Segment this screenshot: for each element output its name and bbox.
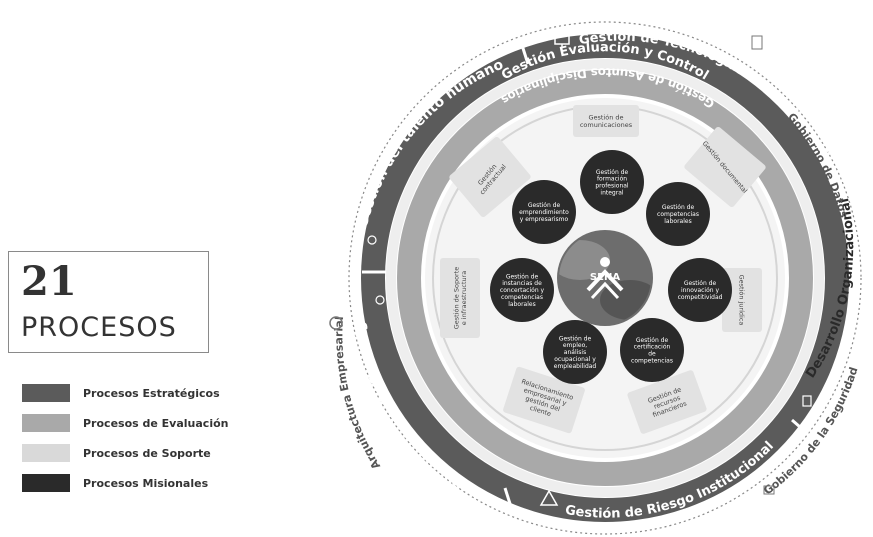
strategic-ring-separators — [362, 41, 851, 511]
missional-circle-4 — [543, 320, 607, 384]
legend-label-evaluation: Procesos de Evaluación — [83, 416, 229, 430]
support-label-2: Gestión jurídica — [738, 275, 746, 326]
sena-logo-text: SENA — [590, 272, 620, 283]
support-box-comunicaciones — [573, 105, 639, 137]
missional-circle-5 — [490, 258, 554, 322]
strategic-ring — [361, 34, 849, 522]
support-boxes — [440, 105, 766, 434]
support-box-financieros — [627, 370, 707, 434]
warning-icon — [539, 489, 559, 506]
monitor-icon — [554, 33, 570, 48]
document-icon — [751, 35, 763, 50]
legend-label-support: Procesos de Soporte — [83, 446, 211, 460]
missional-circles — [490, 150, 732, 384]
missional-circle-0 — [580, 150, 644, 214]
missional-circle-3 — [620, 318, 684, 382]
legend-item-strategic: Procesos Estratégicos — [22, 382, 228, 404]
legend-item-evaluation: Procesos de Evaluación — [22, 412, 228, 434]
legend-swatch-evaluation — [22, 414, 70, 432]
gear-icon — [329, 316, 343, 330]
evaluation-ring — [397, 70, 813, 486]
legend-item-support: Procesos de Soporte — [22, 442, 228, 464]
missional-circle-2 — [668, 258, 732, 322]
legend-label-strategic: Procesos Estratégicos — [83, 386, 220, 400]
support-box-contractual — [449, 136, 531, 218]
gap-ring — [386, 59, 824, 497]
lock-icon — [763, 485, 775, 495]
people-icon — [367, 235, 377, 245]
support-box-juridica — [722, 268, 762, 332]
legend-item-missional: Procesos Misionales — [22, 472, 228, 494]
chart-icon — [802, 395, 812, 407]
lightbulb-icon — [375, 295, 385, 305]
process-count-label: PROCESOS — [21, 312, 177, 343]
missional-circle-6 — [512, 180, 576, 244]
support-label-5: Gestión de Soportee infraestructura — [453, 267, 468, 330]
missional-circle-1 — [646, 182, 710, 246]
support-box-soporte — [440, 258, 480, 338]
sena-logo — [586, 257, 624, 300]
support-box-documental — [684, 126, 766, 208]
outer-dotted-ring — [348, 21, 862, 535]
process-count-number: 21 — [21, 258, 77, 305]
legend-swatch-strategic — [22, 384, 70, 402]
legend-swatch-support — [22, 444, 70, 462]
process-count-box: 21 PROCESOS — [8, 251, 209, 353]
legend-swatch-missional — [22, 474, 70, 492]
legend-label-missional: Procesos Misionales — [83, 476, 209, 490]
support-box-relacionamiento — [503, 366, 585, 434]
legend: Procesos Estratégicos Procesos de Evalua… — [22, 382, 228, 502]
